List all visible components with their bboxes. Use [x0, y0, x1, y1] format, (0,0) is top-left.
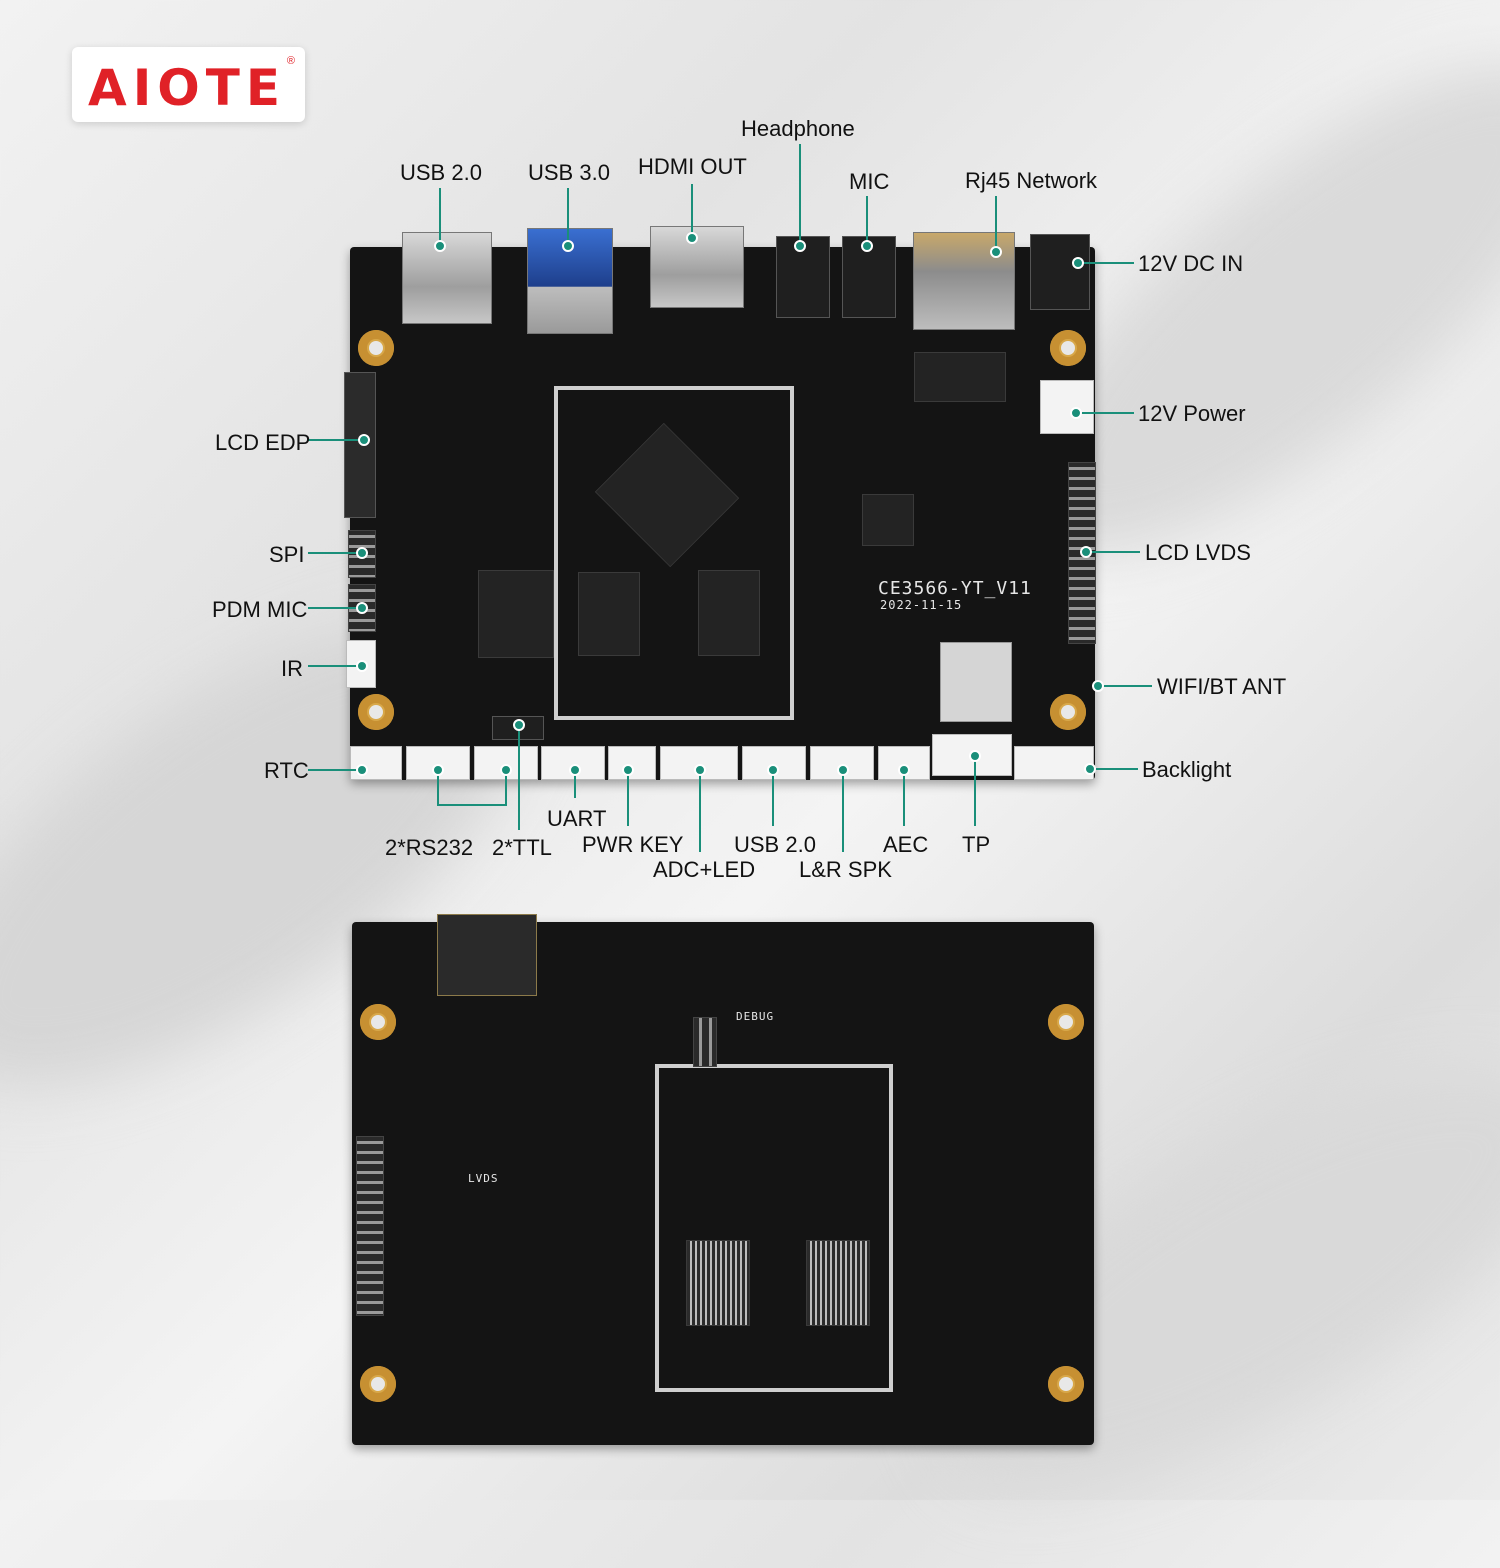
- leader-dot: [356, 660, 368, 672]
- debug-header-underside: [693, 1017, 717, 1067]
- power-12v-connector: [1040, 380, 1094, 434]
- leader-rs232: [437, 770, 507, 806]
- mounting-hole: [358, 694, 394, 730]
- leader-dot: [794, 240, 806, 252]
- brand-logo-text: AIOTE: [88, 59, 287, 117]
- usb20-port: [402, 232, 492, 324]
- leader-dot: [990, 246, 1002, 258]
- leader-dot: [767, 764, 779, 776]
- audio-codec-chip: [862, 494, 914, 546]
- mounting-hole: [358, 330, 394, 366]
- label-rtc: RTC: [264, 758, 309, 783]
- leader-dot: [898, 764, 910, 776]
- label-usb20-bottom: USB 2.0: [734, 832, 816, 857]
- label-ir: IR: [281, 656, 303, 681]
- silk-debug: DEBUG: [736, 1010, 775, 1023]
- leader-dot: [500, 764, 512, 776]
- leader-dot: [434, 240, 446, 252]
- leader-dot: [1080, 546, 1092, 558]
- label-tp: TP: [962, 832, 991, 857]
- leader-dot: [356, 602, 368, 614]
- label-uart: UART: [547, 806, 607, 831]
- leader-dot: [358, 434, 370, 446]
- leader-dot: [622, 764, 634, 776]
- leader-dot: [686, 232, 698, 244]
- backlight-connector: [1014, 746, 1094, 780]
- ram-chip: [578, 572, 640, 656]
- label-adc-led: ADC+LED: [653, 857, 756, 882]
- label-lr-spk: L&R SPK: [799, 857, 892, 882]
- label-hdmi-out: HDMI OUT: [638, 154, 747, 179]
- leader-lines: [308, 144, 1152, 852]
- label-usb30: USB 3.0: [528, 160, 610, 185]
- leader-dot: [513, 719, 525, 731]
- label-12v-power: 12V Power: [1138, 401, 1246, 426]
- label-pwr-key: PWR KEY: [582, 832, 684, 857]
- label-usb20-top: USB 2.0: [400, 160, 482, 185]
- leader-dot: [694, 764, 706, 776]
- registered-mark: ®: [286, 55, 295, 67]
- hdmi-port: [650, 226, 744, 308]
- lcd-edp-connector: [344, 372, 376, 518]
- mounting-hole: [1048, 1004, 1084, 1040]
- label-wifi-bt-ant: WIFI/BT ANT: [1157, 674, 1287, 699]
- label-mic: MIC: [849, 169, 890, 194]
- mic-jack: [842, 236, 896, 318]
- ram-chip: [698, 570, 760, 656]
- leader-dot: [432, 764, 444, 776]
- label-ttl: 2*TTL: [492, 835, 552, 860]
- board-model-marking: CE3566-YT_V11: [878, 578, 1032, 599]
- label-spi: SPI: [269, 542, 305, 567]
- leader-dot: [861, 240, 873, 252]
- leader-dot: [1084, 763, 1096, 775]
- label-lcd-edp: LCD EDP: [215, 430, 311, 455]
- soc-area-outline-underside: [655, 1064, 893, 1392]
- label-lcd-lvds: LCD LVDS: [1145, 540, 1251, 565]
- label-rs232: 2*RS232: [385, 835, 474, 860]
- leader-dot: [1092, 680, 1104, 692]
- board-bottom-view: [352, 922, 1094, 1445]
- wifi-module: [940, 642, 1012, 722]
- silk-lvds: LVDS: [468, 1172, 499, 1185]
- label-aec: AEC: [883, 832, 929, 857]
- leader-dot: [1072, 257, 1084, 269]
- label-dc-in: 12V DC IN: [1138, 251, 1244, 276]
- rj45-port-underside: [437, 914, 537, 996]
- leader-dot: [969, 750, 981, 762]
- label-backlight: Backlight: [1142, 757, 1232, 782]
- soc-area-outline: [554, 386, 794, 720]
- emmc-chip: [478, 570, 554, 658]
- leader-dot: [356, 764, 368, 776]
- mounting-hole: [1048, 1366, 1084, 1402]
- leader-dot: [356, 547, 368, 559]
- mounting-hole: [360, 1004, 396, 1040]
- brand-logo: AIOTE ®: [72, 47, 305, 122]
- label-headphone: Headphone: [741, 116, 855, 141]
- leader-dot: [569, 764, 581, 776]
- tp-connector: [932, 734, 1012, 776]
- mounting-hole: [1050, 330, 1086, 366]
- label-pdm-mic: PDM MIC: [212, 597, 308, 622]
- lvds-header-underside: [356, 1136, 384, 1316]
- mounting-hole: [1050, 694, 1086, 730]
- board-date-marking: 2022-11-15: [880, 598, 963, 612]
- leader-dot: [1070, 407, 1082, 419]
- mounting-hole: [360, 1366, 396, 1402]
- ram-footprint: [806, 1240, 870, 1326]
- ram-footprint: [686, 1240, 750, 1326]
- eth-transformer: [914, 352, 1006, 402]
- label-rj45: Rj45 Network: [965, 168, 1098, 193]
- leader-dot: [562, 240, 574, 252]
- dc-in-jack: [1030, 234, 1090, 310]
- leader-dot: [837, 764, 849, 776]
